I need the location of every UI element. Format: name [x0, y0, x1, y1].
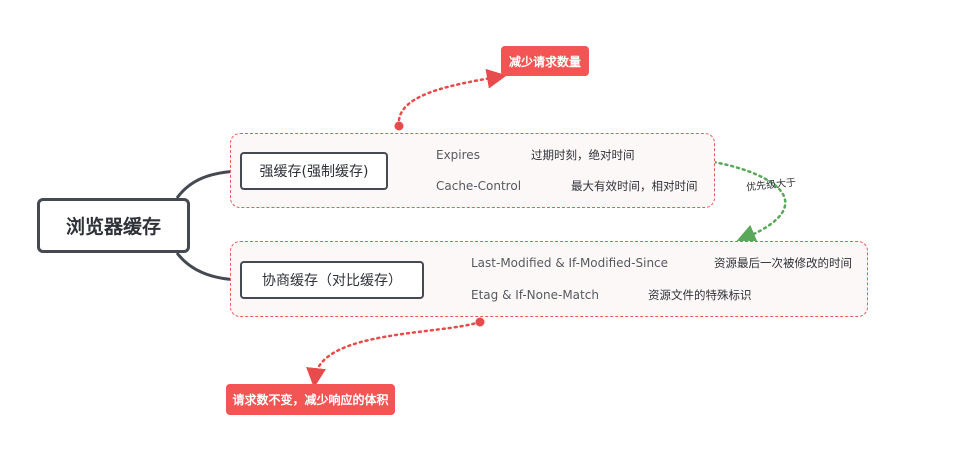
root-label: 浏览器缓存 [65, 216, 161, 238]
root-node[interactable]: 浏览器缓存 [37, 198, 190, 253]
reduce-response-size-callout[interactable]: 请求数不变，减少响应的体积 [226, 384, 395, 415]
negotiated-cache-node[interactable]: 协商缓存（对比缓存） [240, 261, 424, 299]
strong-callout-arrow [397, 68, 507, 128]
last-modified-key[interactable]: Last-Modified & If-Modified-Since [471, 256, 669, 270]
etag-desc[interactable]: 资源文件的特殊标识 [648, 288, 752, 302]
etag-key[interactable]: Etag & If-None-Match [471, 288, 599, 302]
expires-key[interactable]: Expires [436, 148, 480, 162]
strong-cache-label: 强缓存(强制缓存) [259, 164, 369, 180]
reduce-response-size-text: 请求数不变，减少响应的体积 [232, 393, 389, 407]
cache-control-desc[interactable]: 最大有效时间，相对时间 [571, 179, 698, 193]
negotiated-cache-label: 协商缓存（对比缓存） [262, 273, 402, 289]
reduce-requests-text: 减少请求数量 [508, 54, 581, 69]
last-modified-desc[interactable]: 资源最后一次被修改的时间 [714, 256, 852, 270]
expires-desc[interactable]: 过期时刻，绝对时间 [531, 148, 635, 162]
reduce-requests-callout[interactable]: 减少请求数量 [501, 46, 589, 76]
negotiated-callout-arrow [306, 320, 482, 388]
strong-cache-node[interactable]: 强缓存(强制缓存) [240, 152, 388, 190]
cache-control-key[interactable]: Cache-Control [436, 179, 522, 193]
